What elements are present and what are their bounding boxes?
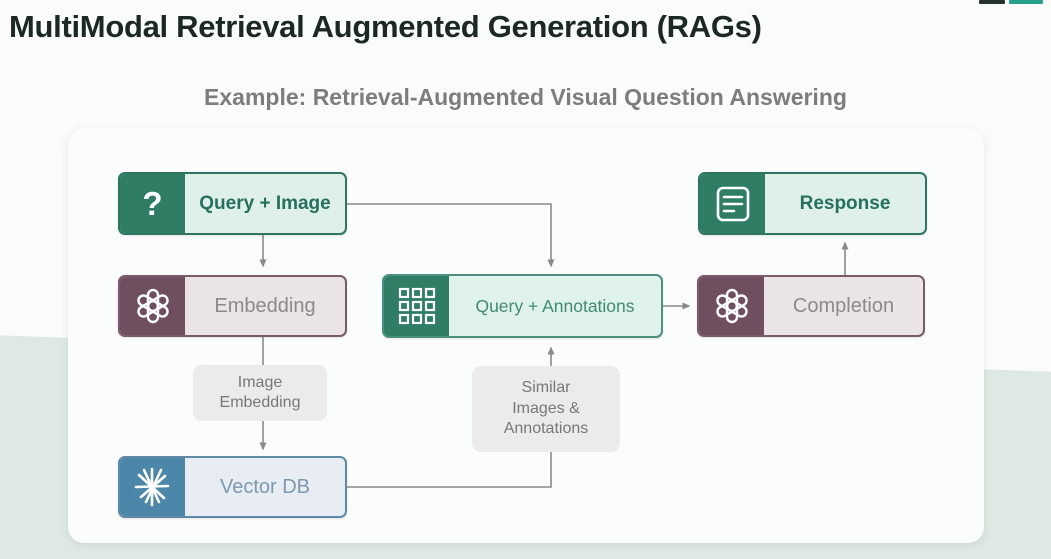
edge-label-line: Annotations — [503, 420, 589, 438]
document-icon — [700, 174, 765, 233]
page-subtitle: Example: Retrieval-Augmented Visual Ques… — [204, 84, 847, 110]
page-title: MultiModal Retrieval Augmented Generatio… — [9, 9, 762, 44]
watermark-dark-mark — [979, 0, 1005, 4]
question-mark-icon: ? — [120, 174, 185, 233]
node-response: Response — [698, 172, 927, 235]
partial-watermark — [979, 0, 1043, 5]
edge-label-line: Similar — [521, 379, 571, 397]
node-label: Embedding — [214, 294, 316, 317]
question-mark-glyph: ? — [142, 185, 163, 222]
edge-label-line: Embedding — [219, 394, 301, 411]
openai-icon — [699, 277, 764, 335]
node-completion: Completion — [697, 275, 925, 337]
watermark-teal-mark — [1009, 0, 1043, 4]
node-label: Query + Image — [199, 192, 331, 214]
node-query-image: ? Query + Image — [118, 172, 347, 235]
node-label: Query + Annotations — [475, 295, 635, 316]
node-label: Vector DB — [219, 475, 311, 498]
edge-label-line: Image — [237, 373, 283, 391]
node-embedding: Embedding — [118, 275, 347, 337]
edge-label-image-embedding: Image Embedding — [193, 365, 327, 421]
node-label: Response — [799, 192, 891, 214]
grid-icon — [384, 276, 449, 336]
node-query-annotations: Query + Annotations — [382, 274, 663, 338]
edge-label-similar-images-annotations: Similar Images & Annotations — [472, 366, 620, 452]
openai-icon — [120, 277, 185, 335]
edge-label-line: Images & — [512, 399, 580, 417]
node-vector-db: Vector DB — [118, 456, 347, 518]
node-label: Completion — [792, 294, 895, 317]
starburst-icon — [120, 458, 185, 516]
